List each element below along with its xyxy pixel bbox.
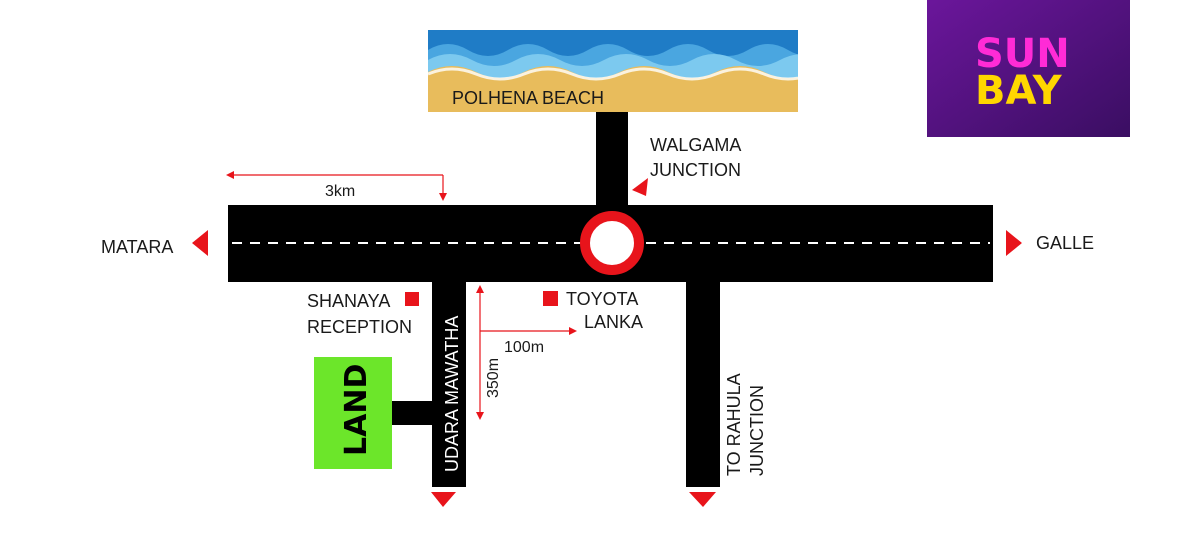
galle-label: GALLE bbox=[1036, 233, 1094, 253]
sun-bay-logo: SUN BAY bbox=[927, 0, 1130, 137]
distance-100m-label: 100m bbox=[504, 339, 544, 356]
udara-mawatha-road bbox=[432, 282, 466, 487]
walgama-label-2: JUNCTION bbox=[650, 160, 741, 180]
distance-3km-arrow bbox=[226, 171, 447, 201]
galle-arrow-icon bbox=[1006, 230, 1022, 256]
distance-3km-label: 3km bbox=[325, 183, 355, 200]
shanaya-marker-icon bbox=[405, 292, 419, 306]
udara-down-arrow-icon bbox=[431, 492, 456, 507]
rahula-label-1: TO RAHULA bbox=[724, 373, 744, 476]
beach-banner bbox=[428, 30, 798, 112]
rahula-label-2: JUNCTION bbox=[747, 385, 767, 476]
matara-arrow-icon bbox=[192, 230, 208, 256]
logo-line-1: SUN bbox=[975, 31, 1070, 77]
distance-350m-arrow bbox=[476, 285, 484, 420]
rahula-down-arrow-icon bbox=[689, 492, 716, 507]
matara-label: MATARA bbox=[101, 237, 173, 257]
toyota-label-2: LANKA bbox=[584, 312, 643, 332]
rahula-road bbox=[686, 282, 720, 487]
walgama-label-1: WALGAMA bbox=[650, 135, 741, 155]
distance-100m-arrow bbox=[480, 327, 577, 335]
shanaya-label-2: RECEPTION bbox=[307, 317, 412, 337]
land-access-road bbox=[390, 401, 432, 425]
toyota-label-1: TOYOTA bbox=[566, 289, 638, 309]
toyota-marker-icon bbox=[543, 291, 558, 306]
beach-road bbox=[596, 112, 628, 212]
roundabout-icon bbox=[580, 211, 644, 275]
land-plot bbox=[314, 357, 392, 469]
beach-label: POLHENA BEACH bbox=[452, 88, 604, 108]
logo-line-2: BAY bbox=[975, 68, 1063, 114]
land-label: LAND bbox=[339, 364, 374, 456]
distance-350m-label: 350m bbox=[485, 358, 502, 398]
walgama-pointer-icon bbox=[632, 178, 648, 196]
udara-mawatha-label: UDARA MAWATHA bbox=[442, 316, 462, 472]
shanaya-label-1: SHANAYA bbox=[307, 291, 390, 311]
